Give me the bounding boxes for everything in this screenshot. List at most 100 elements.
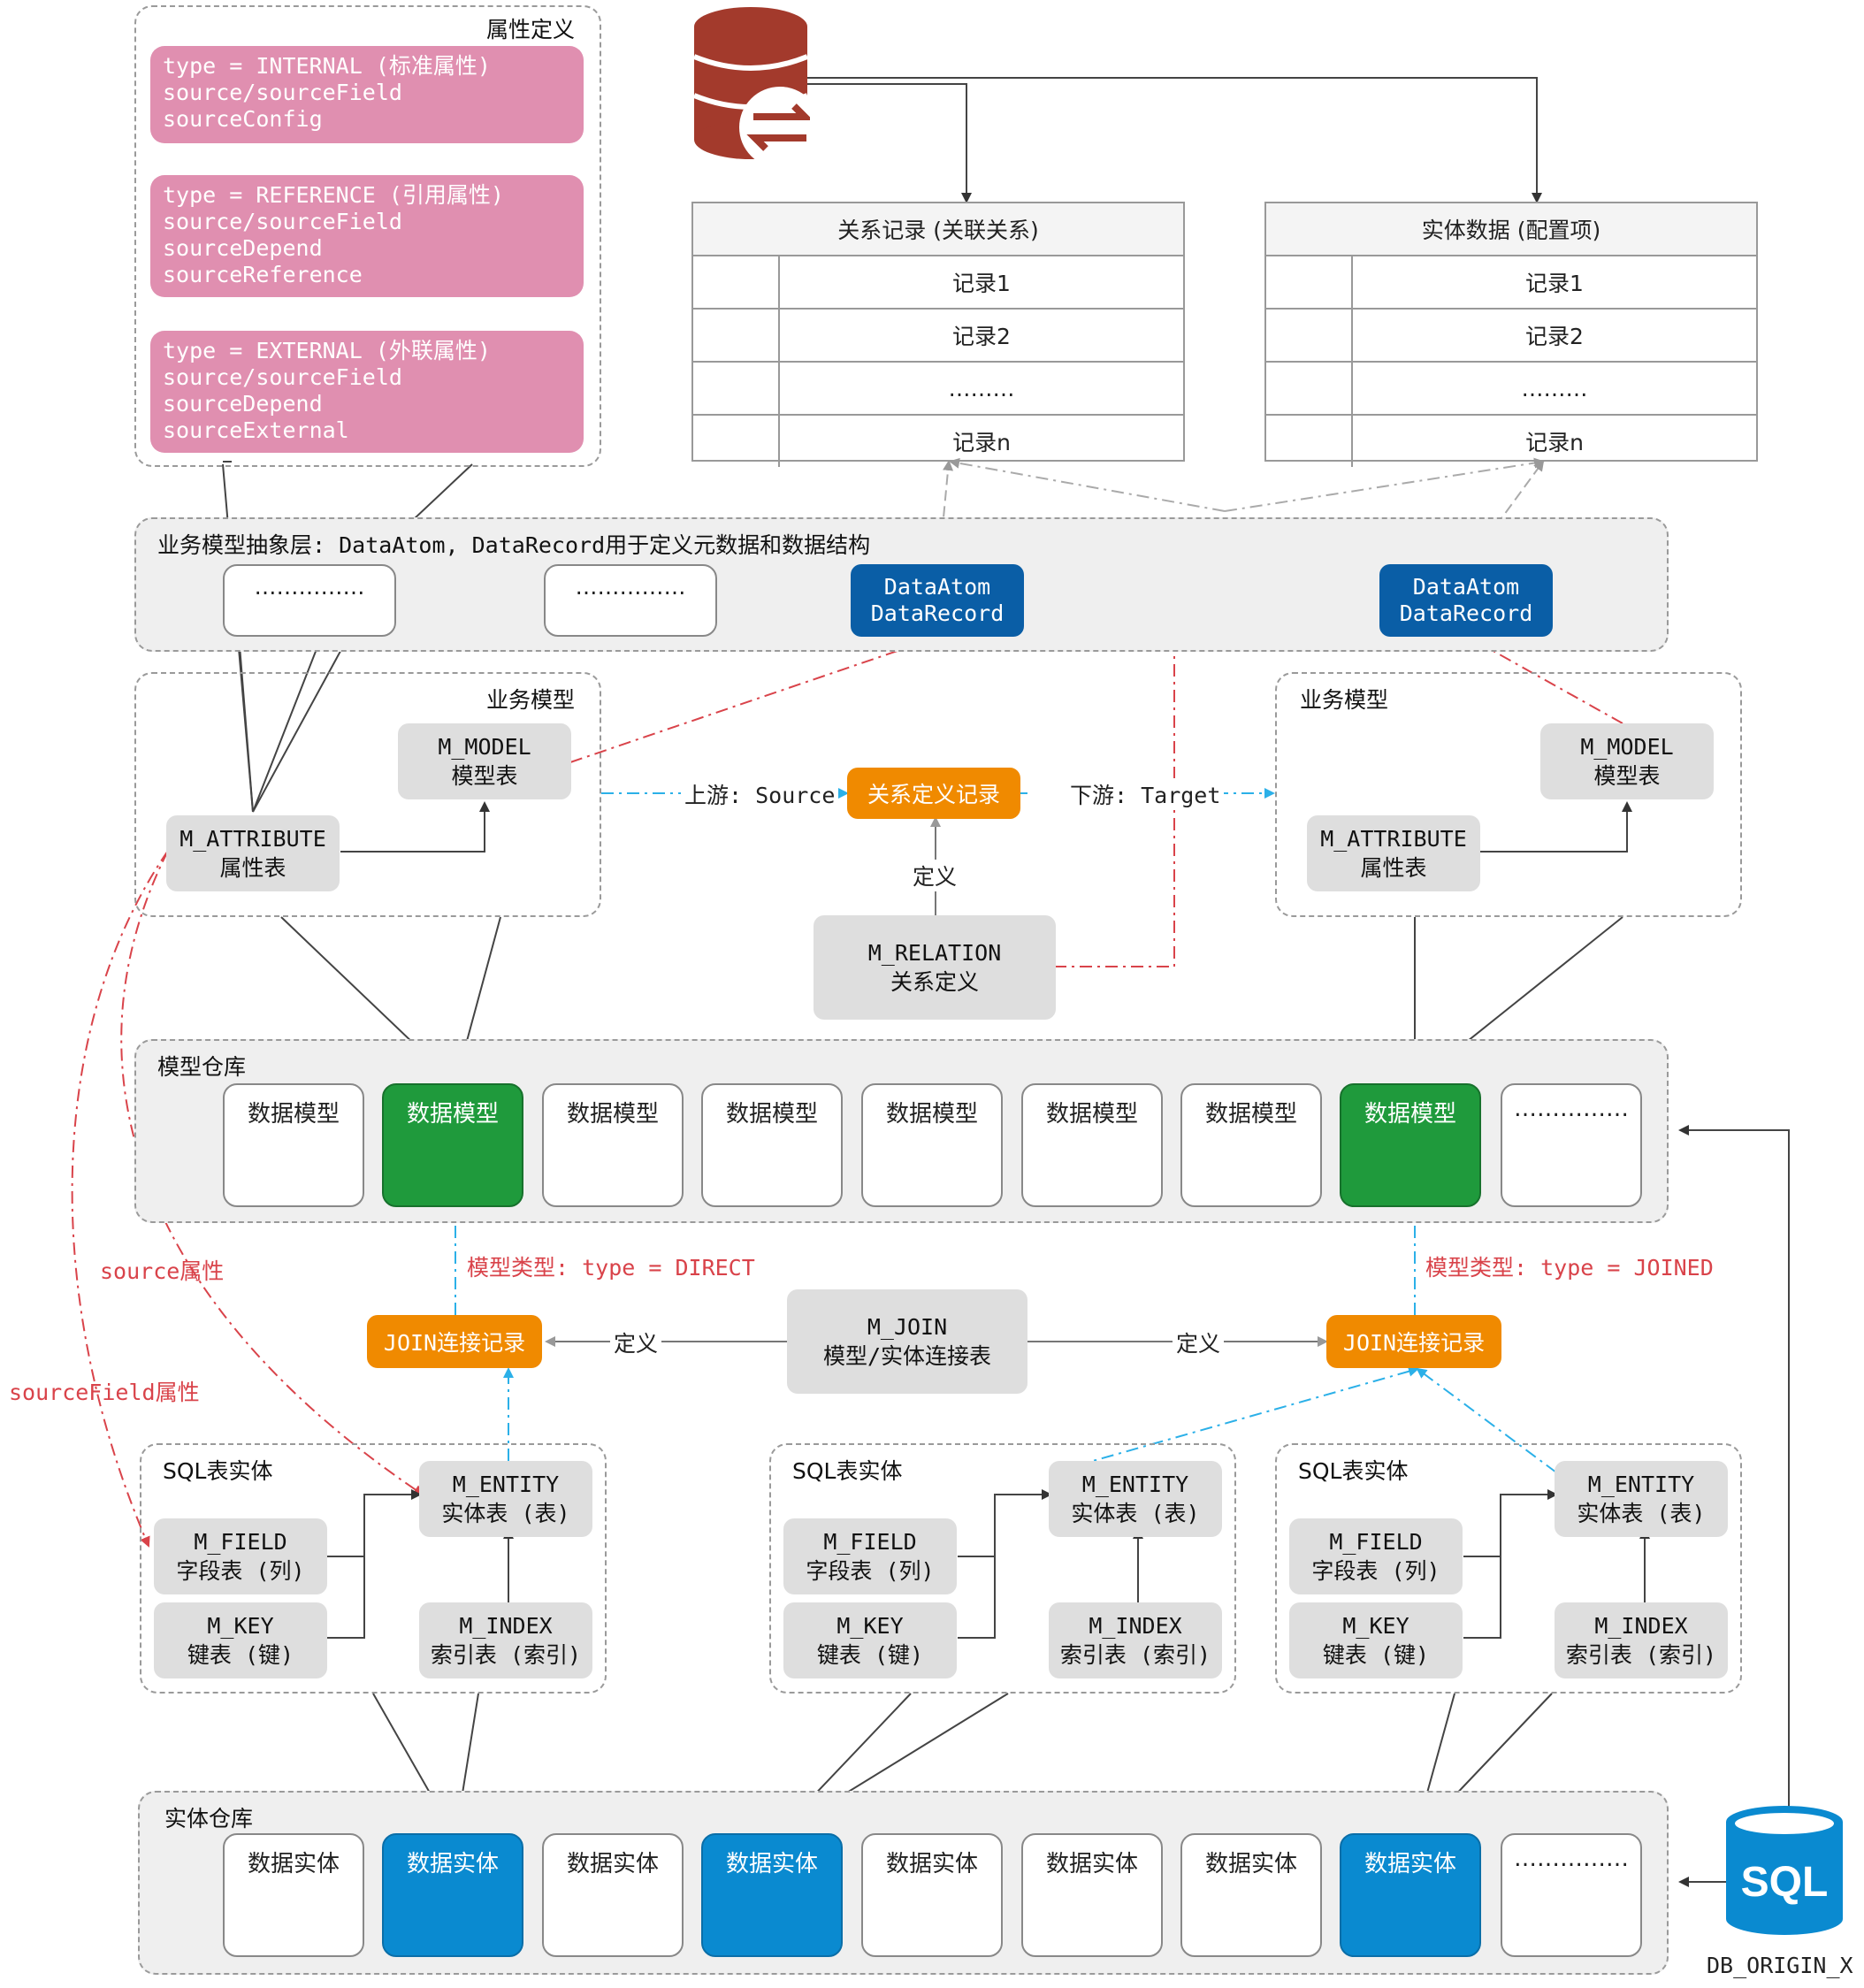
table-cell: ……… [948, 375, 1015, 401]
m-field-desc: 字段表 (列) [1311, 1558, 1440, 1584]
abstract-layer-title: 业务模型抽象层: DataAtom, DataRecord用于定义元数据和数据结… [157, 532, 871, 558]
model-card: 数据模型 [1340, 1083, 1481, 1207]
m-key-name: M_KEY [837, 1613, 904, 1639]
relation-define-label: 定义 [909, 860, 961, 891]
data-atom-label: DataAtom [1412, 574, 1520, 600]
internal-type-line: type = INTERNAL (标准属性) [163, 53, 491, 79]
join-define-left: 定义 [610, 1327, 662, 1358]
m-index-box: M_INDEX 索引表 (索引) [419, 1602, 592, 1678]
table-cell: 记录1 [1525, 271, 1584, 296]
table-cell: 记录n [1525, 430, 1584, 455]
table-cell: 记录n [952, 430, 1011, 455]
entity-card: 数据实体 [1180, 1833, 1322, 1957]
table-cell: 记录2 [952, 324, 1011, 349]
database-sync-icon [692, 7, 810, 164]
entity-card: 数据实体 [701, 1833, 843, 1957]
m-entity-desc: 实体表 (表) [1577, 1501, 1706, 1526]
m-model-desc: 模型表 [1593, 763, 1661, 789]
model-card: 数据模型 [1180, 1083, 1322, 1207]
attribute-definition-group: 属性定义 [134, 5, 601, 467]
m-field-box: M_FIELD 字段表 (列) [1289, 1518, 1463, 1594]
m-model-desc: 模型表 [451, 763, 518, 789]
model-card: 数据模型 [701, 1083, 843, 1207]
sql-database-icon: SQL [1726, 1806, 1843, 1935]
external-external-line: sourceExternal [163, 417, 349, 443]
external-attribute-block: type = EXTERNAL (外联属性) source/sourceFiel… [150, 331, 584, 453]
m-key-desc: 键表 (键) [1322, 1642, 1430, 1668]
entity-card: …………… [1501, 1833, 1642, 1957]
entity-card: 数据实体 [1021, 1833, 1163, 1957]
model-card: 数据模型 [861, 1083, 1003, 1207]
source-attribute-label: source属性 [100, 1258, 225, 1284]
table-cell: ……… [1521, 375, 1588, 401]
join-record-right: JOIN连接记录 [1326, 1315, 1501, 1368]
entity-table-header: 实体数据 (配置项) [1266, 203, 1756, 256]
internal-attribute-block: type = INTERNAL (标准属性) source/sourceFiel… [150, 46, 584, 143]
data-record-label: DataRecord [870, 600, 1005, 626]
m-relation-name: M_RELATION [867, 940, 1002, 966]
external-type-line: type = EXTERNAL (外联属性) [163, 338, 491, 363]
m-join-desc: 模型/实体连接表 [822, 1343, 992, 1369]
reference-reference-line: sourceReference [163, 262, 363, 287]
sql-entity-title: SQL表实体 [163, 1458, 273, 1484]
join-define-right: 定义 [1173, 1327, 1225, 1358]
sql-entity-group: SQL表实体 [1275, 1443, 1742, 1694]
table-row: ……… [1266, 363, 1756, 416]
m-field-desc: 字段表 (列) [806, 1558, 935, 1584]
table-row: 记录n [693, 416, 1183, 467]
m-index-name: M_INDEX [459, 1613, 553, 1639]
entity-card: 数据实体 [382, 1833, 523, 1957]
business-model-right: 业务模型 [1275, 672, 1742, 917]
m-field-name: M_FIELD [1329, 1529, 1423, 1555]
upstream-label: 上游: Source [681, 778, 839, 810]
m-attribute-name: M_ATTRIBUTE [180, 826, 326, 852]
sql-entity-group: SQL表实体 [769, 1443, 1236, 1694]
m-entity-desc: 实体表 (表) [441, 1501, 570, 1526]
placeholder-box: …………… [544, 564, 717, 637]
entity-card: 数据实体 [861, 1833, 1003, 1957]
m-model-name: M_MODEL [1580, 734, 1674, 760]
entity-data-table: 实体数据 (配置项) 记录1 记录2 ……… 记录n [1264, 202, 1758, 467]
business-model-title: 业务模型 [1300, 687, 1389, 713]
model-card: 数据模型 [1021, 1083, 1163, 1207]
m-index-name: M_INDEX [1594, 1613, 1688, 1639]
m-key-box: M_KEY 键表 (键) [783, 1602, 957, 1678]
data-atom-left: DataAtom DataRecord [851, 564, 1024, 637]
entity-card: 数据实体 [223, 1833, 364, 1957]
model-repository-title: 模型仓库 [157, 1054, 247, 1080]
m-entity-box: M_ENTITY 实体表 (表) [419, 1461, 592, 1537]
m-entity-name: M_ENTITY [1587, 1472, 1695, 1497]
reference-depend-line: sourceDepend [163, 235, 323, 261]
m-entity-name: M_ENTITY [452, 1472, 560, 1497]
sql-entity-title: SQL表实体 [792, 1458, 903, 1484]
model-card: …………… [1501, 1083, 1642, 1207]
table-row: 记录2 [1266, 310, 1756, 363]
m-model-left: M_MODEL 模型表 [398, 723, 571, 799]
m-field-desc: 字段表 (列) [176, 1558, 305, 1584]
sql-entity-group: SQL表实体 [140, 1443, 607, 1694]
db-origin-caption: DB_ORIGIN_X [1707, 1953, 1853, 1978]
m-relation-box: M_RELATION 关系定义 [814, 915, 1056, 1020]
type-direct-label: 模型类型: type = DIRECT [467, 1255, 755, 1281]
internal-config-line: sourceConfig [163, 106, 323, 132]
m-attribute-name: M_ATTRIBUTE [1320, 826, 1467, 852]
relation-table-header: 关系记录 (关联关系) [693, 203, 1183, 256]
reference-source-line: source/sourceField [163, 209, 402, 234]
m-key-desc: 键表 (键) [816, 1642, 924, 1668]
m-index-desc: 索引表 (索引) [430, 1642, 582, 1668]
entity-card: 数据实体 [542, 1833, 684, 1957]
m-key-desc: 键表 (键) [187, 1642, 294, 1668]
m-entity-desc: 实体表 (表) [1071, 1501, 1200, 1526]
table-row: 记录2 [693, 310, 1183, 363]
source-field-attribute-label: sourceField属性 [9, 1380, 200, 1405]
m-entity-box: M_ENTITY 实体表 (表) [1555, 1461, 1728, 1537]
type-joined-label: 模型类型: type = JOINED [1425, 1255, 1714, 1281]
m-index-box: M_INDEX 索引表 (索引) [1555, 1602, 1728, 1678]
m-relation-desc: 关系定义 [890, 969, 979, 995]
table-cell: 记录2 [1525, 324, 1584, 349]
m-index-desc: 索引表 (索引) [1565, 1642, 1717, 1668]
